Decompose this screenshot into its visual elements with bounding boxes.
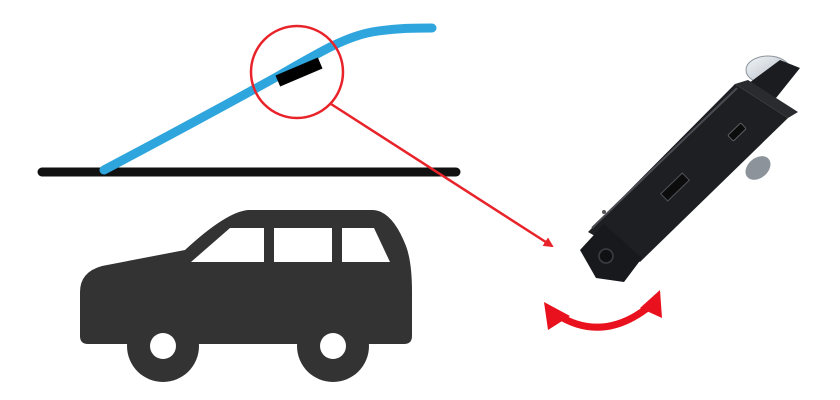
car-window-front [191,228,264,262]
device-status-dot [602,210,606,214]
device-usb-port [727,122,747,142]
rotate-arrows-icon [544,290,662,331]
car-hub-rear [320,333,346,359]
rotate-arrowhead-left [544,302,570,330]
dashcam-device-icon [580,55,800,282]
pointer-arrow [330,102,554,248]
rotate-arrowhead-right [640,290,662,318]
device-side-lens [745,156,771,180]
car-window-rear [342,228,390,262]
device-edge-highlight [591,87,738,229]
device-side-face [735,80,798,118]
car-icon [80,210,412,382]
car-window-middle [274,228,332,262]
device-hinge-screw [598,248,614,264]
rotate-arc [552,302,654,331]
car-hub-front [150,333,176,359]
device-card-slot [660,172,690,202]
device-mount-marker [275,57,323,87]
windshield-curve [99,23,437,175]
zoom-circle [249,24,345,120]
